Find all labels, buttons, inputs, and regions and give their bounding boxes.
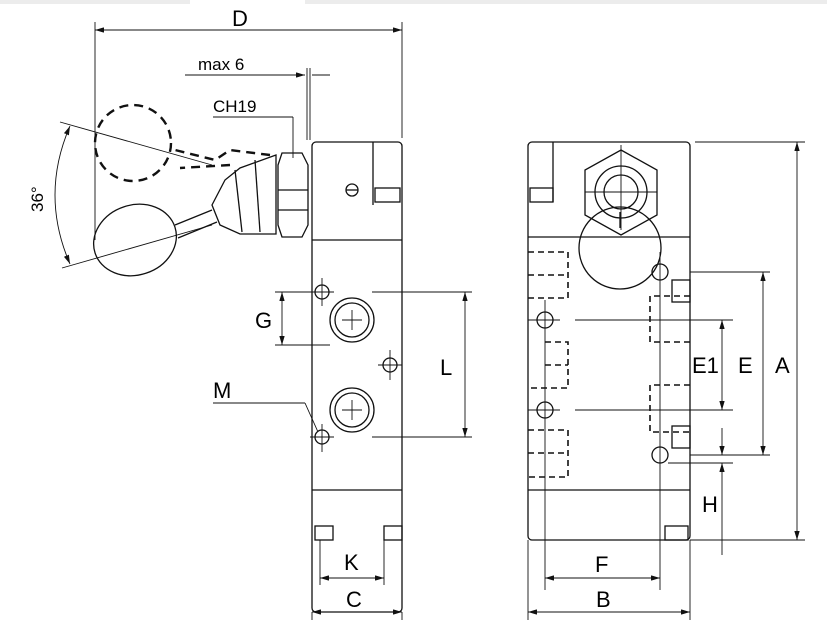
side-view: [92, 103, 403, 613]
dim-label-K: K: [344, 550, 359, 575]
dim-label-angle: 36°: [28, 186, 47, 212]
dim-label-G: G: [255, 308, 272, 333]
front-view: [527, 141, 691, 590]
top-bar-left: [0, 0, 190, 4]
dim-label-C: C: [346, 587, 362, 612]
top-bar-right: [305, 0, 827, 4]
dim-label-F: F: [595, 552, 608, 577]
dimensions: [54, 22, 805, 620]
dim-label-E1: E1: [692, 353, 719, 378]
dim-label-M: M: [213, 378, 231, 403]
dim-label-max6: max 6: [198, 55, 244, 74]
dim-label-E: E: [738, 353, 753, 378]
dim-label-B: B: [596, 587, 611, 612]
dim-label-ch19: CH19: [213, 97, 256, 116]
dim-label-L: L: [440, 355, 452, 380]
dim-label-H: H: [702, 492, 718, 517]
dim-label-A: A: [775, 353, 790, 378]
dim-label-D: D: [232, 6, 248, 31]
